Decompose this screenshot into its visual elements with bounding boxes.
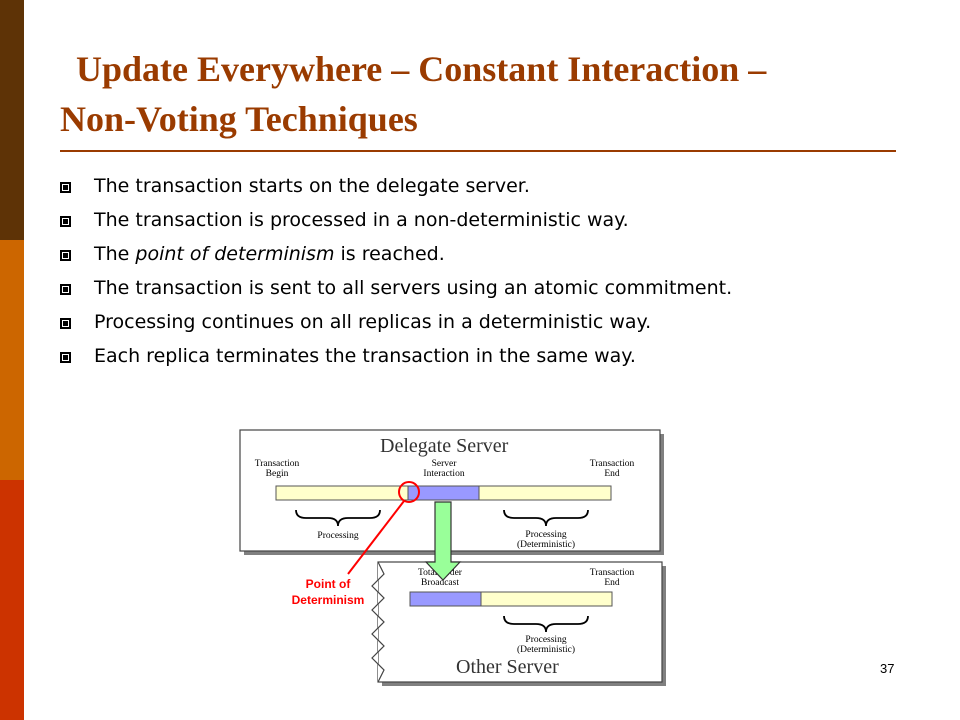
processing-det-label-2: (Deterministic): [517, 539, 575, 550]
point-of-determinism-marker: [398, 481, 420, 503]
other-tx-end-label-2: End: [604, 578, 620, 588]
square-bullet-icon: [60, 352, 71, 363]
bullet-item: Processing continues on all replicas in …: [60, 310, 890, 334]
total-order-label-2: Broadcast: [421, 578, 459, 588]
deterministic-brace: [503, 509, 589, 527]
nondeterministic-processing-bar: [275, 485, 409, 501]
broadcast-bar: [409, 591, 482, 607]
bullet-item: The point of determinism is reached.: [60, 242, 890, 266]
bullet-text: The transaction starts on the delegate s…: [94, 175, 530, 197]
square-bullet-icon: [60, 216, 71, 227]
deterministic-processing-bar: [478, 485, 612, 501]
bullet-item: The transaction is processed in a non-de…: [60, 208, 890, 232]
server-interaction-label-2: Interaction: [423, 469, 464, 479]
tx-begin-label-1: Transaction: [255, 459, 300, 469]
other-tx-end-label-1: Transaction: [590, 568, 635, 578]
square-bullet-icon: [60, 284, 71, 295]
bullet-item: Each replica terminates the transaction …: [60, 344, 890, 368]
bullet-text: Processing continues on all replicas in …: [94, 311, 652, 333]
bullet-text: The transaction is processed in a non-de…: [94, 209, 629, 231]
processing-brace: [295, 509, 381, 527]
pod-label-2: Determinism: [292, 593, 365, 607]
bullet-text: point of determinism: [135, 243, 335, 265]
tx-end-label-1: Transaction: [590, 459, 635, 469]
processing-label: Processing: [317, 531, 358, 541]
bullet-text: The transaction is sent to all servers u…: [94, 277, 733, 299]
page-number: 37: [880, 661, 895, 676]
broadcast-arrow-icon: [424, 501, 462, 581]
sidebar-block-red: [0, 480, 24, 720]
pod-label-1: Point of: [306, 577, 352, 591]
other-proc-label-1: Processing: [525, 635, 566, 645]
bullet-text: Each replica terminates the transaction …: [94, 345, 636, 367]
slide-title-line-2: Non-Voting Techniques: [60, 99, 418, 139]
other-server-box: [377, 561, 663, 683]
other-server-torn-edge: [371, 561, 385, 683]
other-server-title: Other Server: [456, 656, 559, 678]
bullet-list: The transaction starts on the delegate s…: [60, 174, 890, 378]
sidebar-block-brown: [0, 0, 24, 240]
slide-title: Update Everywhere – Constant Interaction…: [60, 44, 920, 144]
delegate-server-title: Delegate Server: [380, 435, 509, 457]
point-of-determinism-pointer: [347, 500, 405, 575]
bullet-item: The transaction starts on the delegate s…: [60, 174, 890, 198]
square-bullet-icon: [60, 182, 71, 193]
processing-det-label-1: Processing: [525, 530, 566, 540]
server-interaction-label-1: Server: [432, 459, 458, 469]
other-deterministic-brace: [503, 615, 589, 633]
decorative-sidebar: [0, 0, 24, 720]
sidebar-block-orange: [0, 240, 24, 480]
replication-diagram: Delegate Server Transaction Begin Server…: [239, 429, 666, 686]
slide-title-line-1: Update Everywhere – Constant Interaction…: [76, 49, 767, 89]
tx-begin-label-2: Begin: [266, 469, 289, 479]
other-proc-label-2: (Deterministic): [517, 644, 575, 655]
bullet-item: The transaction is sent to all servers u…: [60, 276, 890, 300]
tx-end-label-2: End: [604, 469, 620, 479]
bullet-text: is reached.: [334, 243, 445, 265]
other-deterministic-bar: [480, 591, 613, 607]
square-bullet-icon: [60, 318, 71, 329]
title-divider: [60, 150, 896, 152]
square-bullet-icon: [60, 250, 71, 261]
bullet-text: The: [94, 243, 136, 265]
